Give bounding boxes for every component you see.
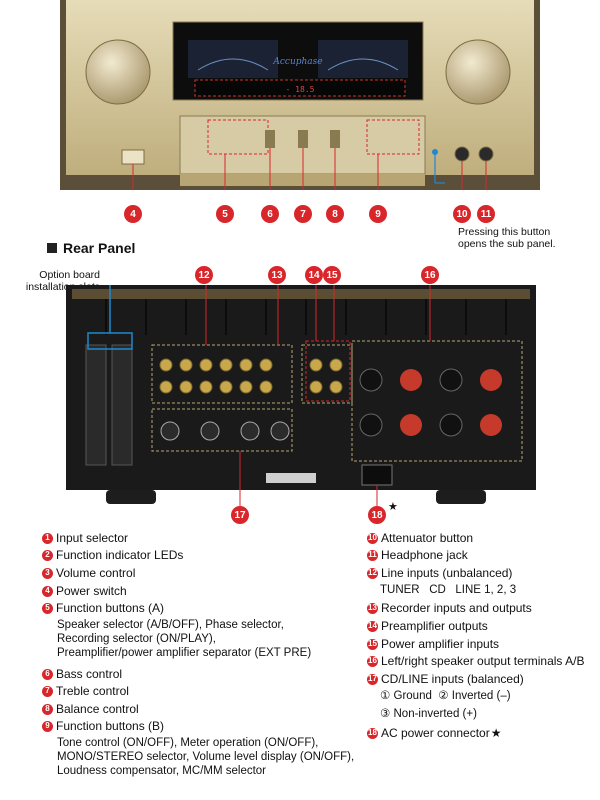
legend-12-detail: TUNER CD LINE 1, 2, 3 xyxy=(380,584,517,596)
star-icon: ★ xyxy=(490,726,502,740)
legend-text: Headphone jack xyxy=(381,548,468,562)
legend-5-detail-3: Preamplifier/power amplifier separator (… xyxy=(57,647,312,659)
legend-number: 4 xyxy=(42,585,53,597)
rear-panel-title: Rear Panel xyxy=(63,240,136,256)
legend-number: 15 xyxy=(367,638,378,650)
legend-number: 14 xyxy=(367,620,378,632)
callout-11: 11 xyxy=(477,205,495,223)
callout-4: 4 xyxy=(124,205,142,223)
legend-number: 17 xyxy=(367,673,378,685)
rear-panel-heading: Rear Panel xyxy=(47,240,135,256)
legend-text: Input selector xyxy=(56,531,129,545)
legend-9-detail-2: MONO/STEREO selector, Volume level displ… xyxy=(57,751,355,763)
legend-text: Bass control xyxy=(56,667,123,681)
legend-text: Left/right speaker output terminals A/B xyxy=(381,654,585,668)
legend-number: 5 xyxy=(42,602,53,614)
legend-9-detail-1: Tone control (ON/OFF), Meter operation (… xyxy=(57,737,319,749)
option-board-label-line1: Option board xyxy=(39,269,100,281)
legend-17-detail-2: ③ Non-inverted (+) xyxy=(380,708,477,720)
legend-text: Power amplifier inputs xyxy=(381,637,500,651)
heading-square-icon xyxy=(47,243,57,253)
callout-13: 13 xyxy=(268,266,286,284)
legend-number: 2 xyxy=(42,549,53,561)
callout-15: 15 xyxy=(323,266,341,284)
callout-14: 14 xyxy=(305,266,323,284)
legend-text: Preamplifier outputs xyxy=(381,619,488,633)
callout-16: 16 xyxy=(421,266,439,284)
legend-text: Line inputs (unbalanced) xyxy=(381,566,513,580)
legend-text: AC power connector xyxy=(381,726,490,740)
legend-5-detail-1: Speaker selector (A/B/OFF), Phase select… xyxy=(57,619,284,631)
legend-text: CD/LINE inputs (balanced) xyxy=(381,672,524,686)
legend-number: 3 xyxy=(42,567,53,579)
legend-text: Balance control xyxy=(56,702,139,716)
callout-18-star: ★ xyxy=(388,501,398,513)
callout-9: 9 xyxy=(369,205,387,223)
legend-number: 8 xyxy=(42,703,53,715)
legend-number: 18 xyxy=(367,727,378,739)
callout-18: 18 xyxy=(368,506,386,524)
legend-text: Function buttons (A) xyxy=(56,601,165,615)
legend-text: Volume control xyxy=(56,566,136,580)
callout-8: 8 xyxy=(326,205,344,223)
legend-number: 13 xyxy=(367,602,378,614)
sub-panel-note: Pressing this button opens the sub panel… xyxy=(458,226,598,250)
callout-17: 17 xyxy=(231,506,249,524)
legend-text: Function indicator LEDs xyxy=(56,548,184,562)
legend-17-detail-1: ① Ground ② Inverted (–) xyxy=(380,690,511,702)
legend-text: Attenuator button xyxy=(381,531,474,545)
legend-number: 1 xyxy=(42,532,53,544)
front-display: - 18.5 xyxy=(286,85,315,94)
legend-number: 12 xyxy=(367,567,378,579)
legend-text: Treble control xyxy=(56,684,129,698)
legend-number: 11 xyxy=(367,549,378,561)
sub-panel-note-line2: opens the sub panel. xyxy=(458,238,556,250)
svg-text:Accuphase: Accuphase xyxy=(272,57,322,67)
legend-5-detail-2: Recording selector (ON/PLAY), xyxy=(57,633,216,645)
legend-number: 16 xyxy=(367,655,378,667)
callout-5: 5 xyxy=(216,205,234,223)
legend-number: 6 xyxy=(42,668,53,680)
legend-number: 10 xyxy=(367,532,378,544)
callout-10: 10 xyxy=(453,205,471,223)
front-panel-illustration: Accuphase - 18.5 xyxy=(60,0,540,190)
legend-number: 7 xyxy=(42,685,53,697)
callout-7: 7 xyxy=(294,205,312,223)
legend-9-detail-3: Loudness compensator, MC/MM selector xyxy=(57,765,267,777)
rear-panel-illustration xyxy=(66,285,536,506)
legend-number: 9 xyxy=(42,720,53,732)
callout-12: 12 xyxy=(195,266,213,284)
legend-text: Power switch xyxy=(56,584,127,598)
legend-text: Recorder inputs and outputs xyxy=(381,601,532,615)
callout-6: 6 xyxy=(261,205,279,223)
sub-panel-note-line1: Pressing this button xyxy=(458,226,551,238)
legend-text: Function buttons (B) xyxy=(56,719,165,733)
